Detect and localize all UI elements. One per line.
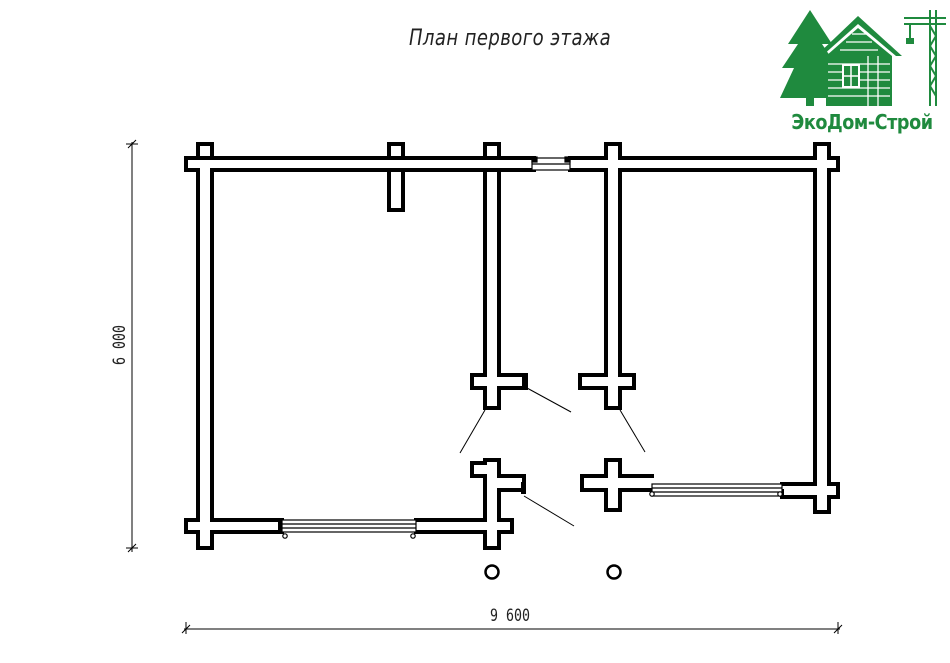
page-title: План первого этажа [408,26,612,51]
window-bottom-left [281,519,417,539]
house-tree-crane-logo-icon [780,10,946,106]
window-bottom-right [649,483,783,497]
windows [281,156,783,539]
top-wall-left [184,156,536,550]
width-dimension-label: 9 600 [490,606,530,626]
height-dimension-label: 6 000 [110,325,130,365]
walls [184,156,536,550]
dimension-lines [126,139,843,634]
window-top [531,156,571,171]
door-swings [459,387,646,527]
porch-columns [484,564,622,580]
column-right [606,564,622,580]
column-left [484,564,500,580]
wall-lines [184,142,840,550]
company-logo-text: ЭкоДом-Строй [791,110,933,134]
